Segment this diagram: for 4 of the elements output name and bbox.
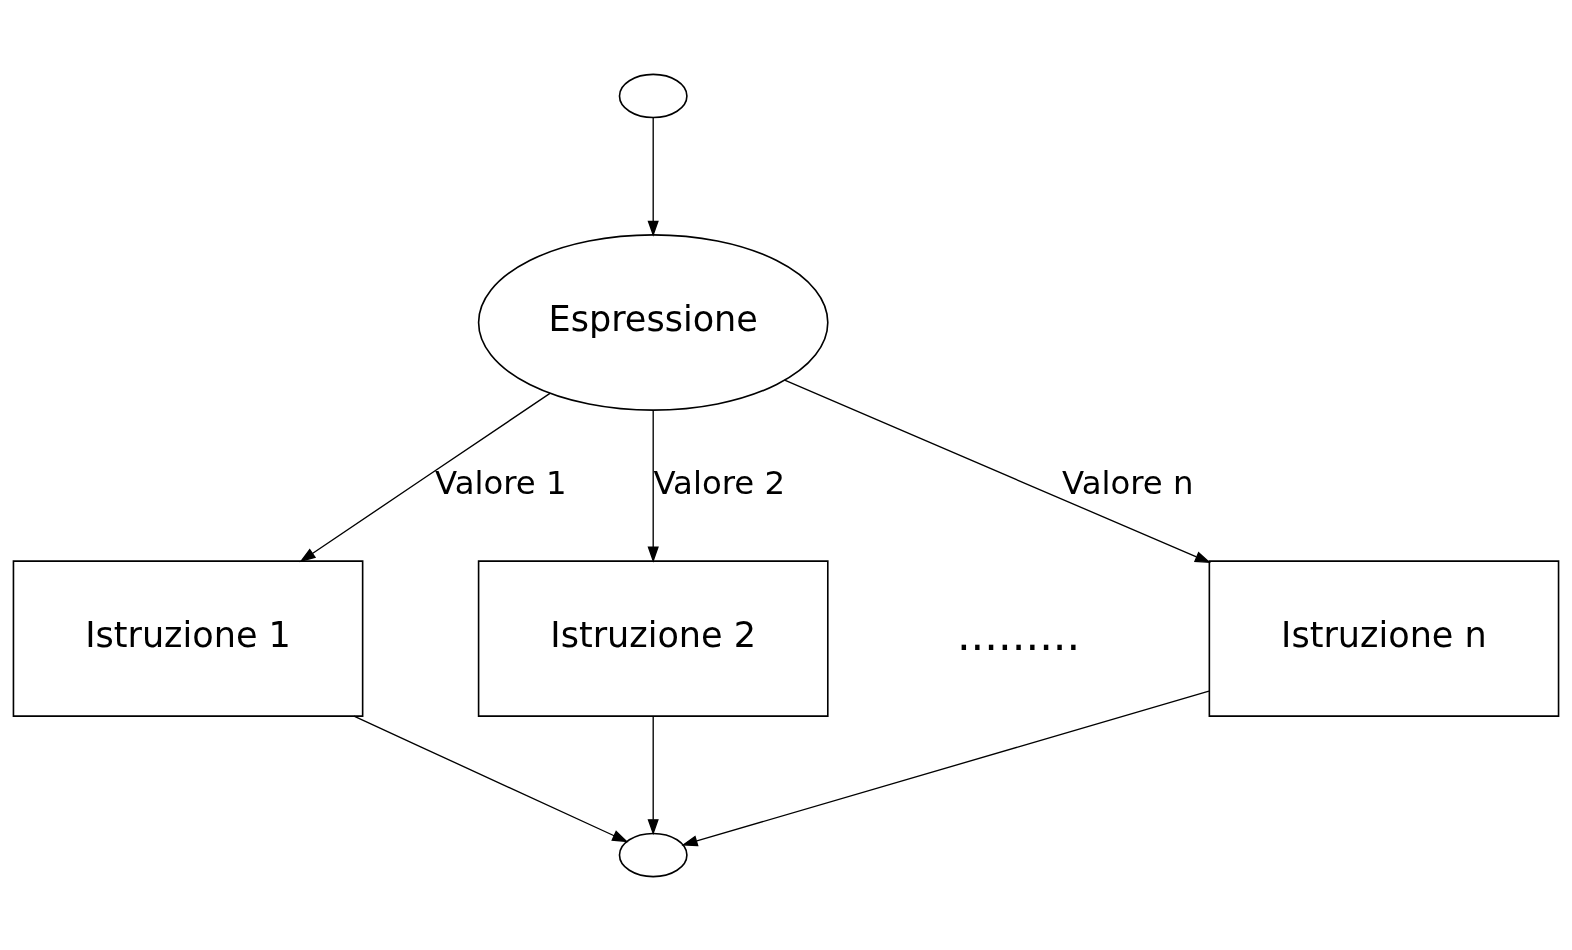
edge-label: Valore 2 [653, 463, 786, 502]
label: ......... [956, 609, 1081, 660]
edge-label: Valore n [1062, 463, 1194, 502]
edge-label: Valore 1 [435, 463, 567, 502]
